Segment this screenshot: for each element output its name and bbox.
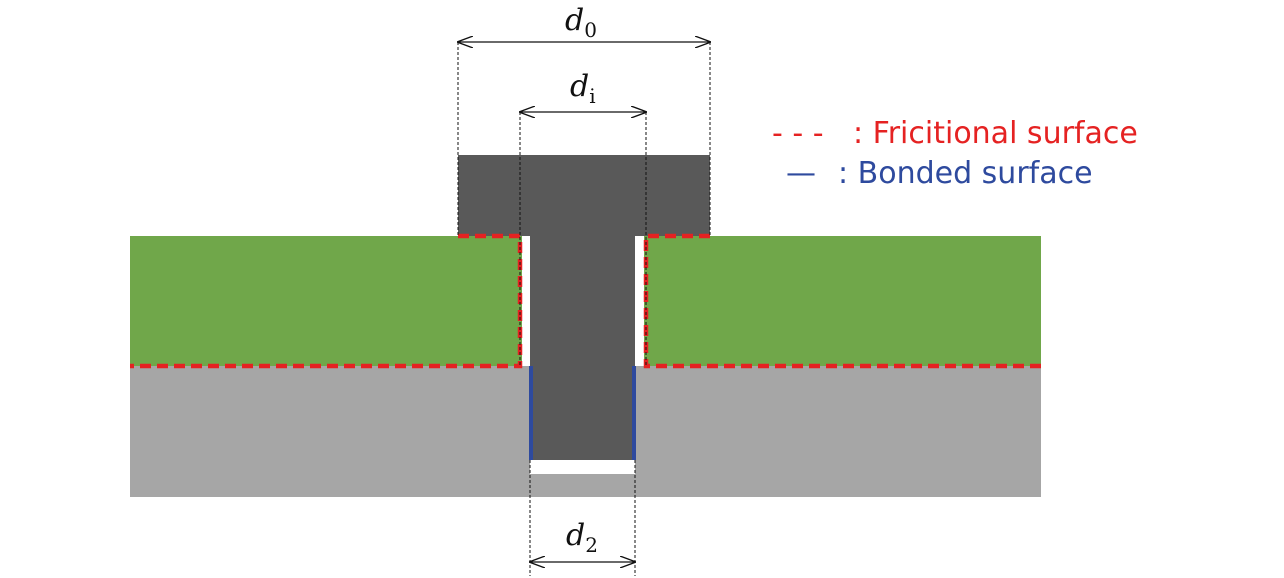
dim-label-di: di	[570, 69, 596, 108]
dim-label-d0: d0	[565, 3, 597, 42]
hole-bottom-gap	[530, 460, 635, 474]
legend-bonded-marker: —	[786, 156, 816, 191]
legend: - - - : Fricitional surface — : Bonded s…	[772, 116, 1138, 191]
clearance-gap-left	[522, 236, 530, 366]
bolt-shank	[530, 236, 635, 460]
bolt-head	[458, 155, 710, 236]
legend-frictional-marker: - - -	[772, 116, 824, 151]
legend-frictional-label: : Fricitional surface	[853, 116, 1138, 151]
top-plate-right	[644, 236, 1041, 366]
frictional-surface-right	[643, 233, 1041, 369]
legend-bonded-label: : Bonded surface	[838, 156, 1093, 191]
clearance-gap-right	[635, 236, 644, 366]
top-plate-left	[130, 236, 522, 366]
frictional-surface-left	[130, 233, 523, 369]
dim-label-d2: d2	[566, 518, 598, 557]
